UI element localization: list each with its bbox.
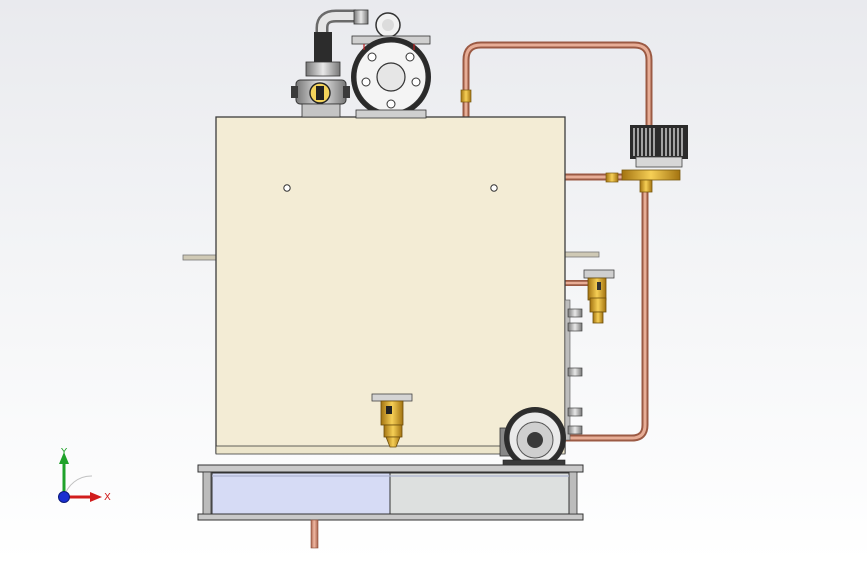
safety-valve[interactable]	[583, 269, 615, 324]
x-axis-label: X	[104, 492, 111, 503]
pressure-switches[interactable]	[621, 125, 688, 193]
copper-pipe-loop	[462, 41, 653, 442]
drain-valve[interactable]	[371, 393, 413, 448]
tank-hole-right	[490, 184, 498, 192]
pipe-fitting-top	[460, 89, 472, 103]
pipe-fitting-right	[605, 172, 619, 183]
circulation-pump[interactable]	[499, 407, 566, 470]
filter-assembly[interactable]	[291, 9, 369, 118]
vacuum-pump[interactable]	[351, 12, 431, 119]
base-frame	[197, 464, 584, 521]
coordinate-triad	[58, 452, 102, 503]
y-axis-label: Y	[60, 447, 68, 458]
left-rod	[182, 254, 218, 261]
right-rod	[564, 251, 600, 258]
side-nozzles	[564, 299, 583, 441]
tank-hole-left	[283, 184, 291, 192]
bottom-drain-pipe	[310, 519, 319, 549]
